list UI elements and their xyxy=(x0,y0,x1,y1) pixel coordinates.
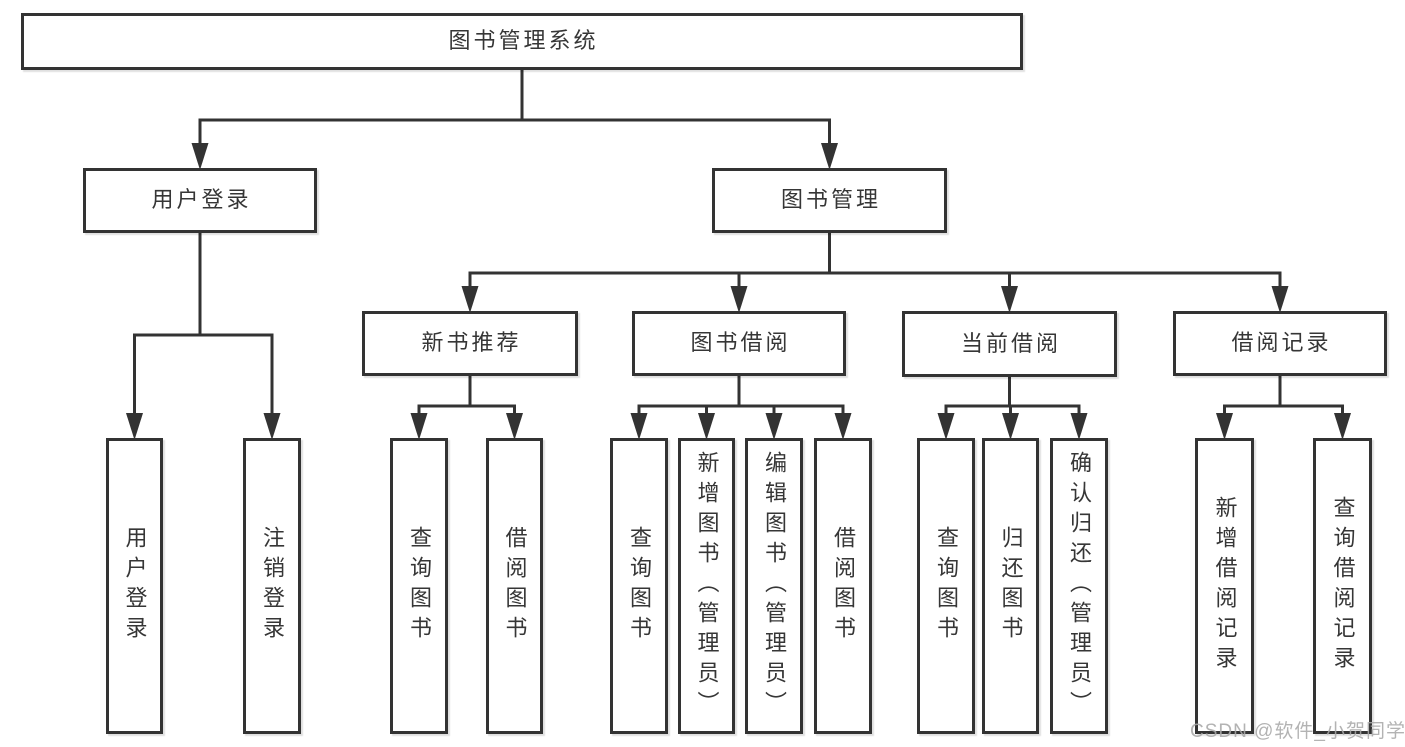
node-label-confirm-return: 确认归还（管理员） xyxy=(1067,451,1092,721)
node-label-add-books: 新增图书（管理员） xyxy=(694,451,720,721)
arrowhead-icon xyxy=(506,413,523,440)
node-label-logout-leaf: 注销登录 xyxy=(260,526,285,646)
arrowhead-icon xyxy=(1216,413,1233,440)
arrowhead-icon xyxy=(765,413,783,440)
arrowhead-icon xyxy=(410,413,428,440)
node-label-query-books-2: 查询图书 xyxy=(627,526,652,646)
node-return-books: 归还图书 xyxy=(982,438,1039,734)
node-query-books-2: 查询图书 xyxy=(610,438,668,734)
node-add-borrow-record: 新增借阅记录 xyxy=(1195,438,1254,734)
arrowhead-icon xyxy=(1001,286,1018,313)
node-edit-books: 编辑图书（管理员） xyxy=(745,438,803,734)
arrowhead-icon xyxy=(1070,413,1088,440)
node-label-query-books-3: 查询图书 xyxy=(934,526,959,646)
node-label-current-borrow: 当前借阅 xyxy=(960,330,1061,356)
node-label-system: 图书管理系统 xyxy=(448,28,599,54)
node-borrow-books-1: 借阅图书 xyxy=(486,438,543,734)
arrowhead-icon xyxy=(126,413,143,440)
node-query-books-3: 查询图书 xyxy=(917,438,975,734)
node-book-borrow: 图书借阅 xyxy=(632,311,846,376)
arrowhead-icon xyxy=(937,413,955,440)
arrowhead-icon xyxy=(1002,413,1019,440)
node-label-borrow-books-1: 借阅图书 xyxy=(502,526,528,646)
node-query-books-1: 查询图书 xyxy=(390,438,448,734)
arrowhead-icon xyxy=(461,286,479,313)
node-label-book-mgmt: 图书管理 xyxy=(780,187,881,213)
node-user-login: 用户登录 xyxy=(83,168,317,233)
node-label-add-borrow-record: 新增借阅记录 xyxy=(1212,496,1238,676)
arrowhead-icon xyxy=(1334,413,1351,440)
node-book-mgmt: 图书管理 xyxy=(712,168,947,233)
node-label-borrow-books-2: 借阅图书 xyxy=(831,526,856,646)
arrowhead-icon xyxy=(730,286,748,313)
node-system: 图书管理系统 xyxy=(21,13,1023,70)
node-label-user-login: 用户登录 xyxy=(151,187,252,213)
node-label-user-login-leaf: 用户登录 xyxy=(122,526,148,646)
node-label-query-borrow-record: 查询借阅记录 xyxy=(1330,496,1356,676)
arrowhead-icon xyxy=(263,413,281,440)
node-add-books: 新增图书（管理员） xyxy=(678,438,735,734)
node-borrow-records: 借阅记录 xyxy=(1173,311,1387,376)
node-label-borrow-records: 借阅记录 xyxy=(1231,330,1332,356)
node-confirm-return: 确认归还（管理员） xyxy=(1050,438,1108,734)
node-current-borrow: 当前借阅 xyxy=(902,311,1117,377)
node-label-query-books-1: 查询图书 xyxy=(407,526,432,646)
node-label-new-books: 新书推荐 xyxy=(421,330,522,356)
node-user-login-leaf: 用户登录 xyxy=(106,438,163,734)
node-logout-leaf: 注销登录 xyxy=(243,438,301,734)
node-label-edit-books: 编辑图书（管理员） xyxy=(762,451,787,721)
watermark: CSDN @软件_小贺同学 xyxy=(1190,721,1405,742)
arrowhead-icon xyxy=(1271,286,1289,313)
arrowhead-icon xyxy=(191,143,209,170)
node-new-books: 新书推荐 xyxy=(362,311,578,376)
node-borrow-books-2: 借阅图书 xyxy=(814,438,872,734)
node-label-book-borrow: 图书借阅 xyxy=(690,330,791,356)
node-query-borrow-record: 查询借阅记录 xyxy=(1313,438,1372,734)
arrowhead-icon xyxy=(698,413,715,440)
arrowhead-icon xyxy=(834,413,852,440)
arrowhead-icon xyxy=(821,143,838,170)
node-label-return-books: 归还图书 xyxy=(998,526,1024,646)
arrowhead-icon xyxy=(630,413,648,440)
